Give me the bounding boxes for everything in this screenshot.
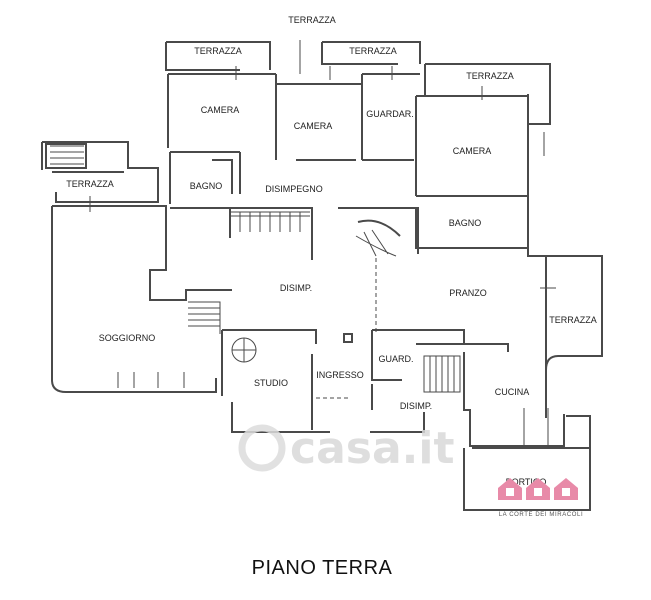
details [50,40,556,446]
room-label-camera-2: CAMERA [294,121,333,131]
room-label-terrazza-top: TERRAZZA [288,15,336,25]
room-label-guard: GUARD. [378,354,413,364]
walls [41,41,603,511]
dashed-lines [316,258,377,399]
room-label-terrazza-mid-top: TERRAZZA [349,46,397,56]
brand-logo: LA CORTE DEI MIRACOLI [498,478,583,518]
room-label-terrazza-left-top: TERRAZZA [194,46,242,56]
room-label-pranzo: PRANZO [449,288,487,298]
watermark-logo-icon [238,424,286,472]
room-label-disimpegno: DISIMPEGNO [265,184,323,194]
room-label-guardaroba: GUARDAR. [366,109,414,119]
logo-text: LA CORTE DEI MIRACOLI [499,512,584,518]
room-labels: TERRAZZA TERRAZZA TERRAZZA TERRAZZA CAME… [66,15,597,487]
room-label-studio: STUDIO [254,378,288,388]
room-label-cucina: CUCINA [495,387,530,397]
room-label-camera-1: CAMERA [201,105,240,115]
room-label-terrazza-right-top: TERRAZZA [466,71,514,81]
plan-caption: PIANO TERRA [252,557,393,579]
watermark: casa.it [238,423,454,474]
room-label-bagno-1: BAGNO [190,181,223,191]
watermark-text: casa.it [290,423,454,474]
room-label-ingresso: INGRESSO [316,370,364,380]
room-label-soggiorno: SOGGIORNO [99,333,156,343]
room-label-terrazza-west: TERRAZZA [66,179,114,189]
room-label-portico: PORTICO [506,477,547,487]
room-label-disimp-2: DISIMP. [400,401,432,411]
room-label-terrazza-east: TERRAZZA [549,315,597,325]
room-label-bagno-2: BAGNO [449,218,482,228]
room-label-camera-3: CAMERA [453,146,492,156]
room-label-disimp-1: DISIMP. [280,283,312,293]
